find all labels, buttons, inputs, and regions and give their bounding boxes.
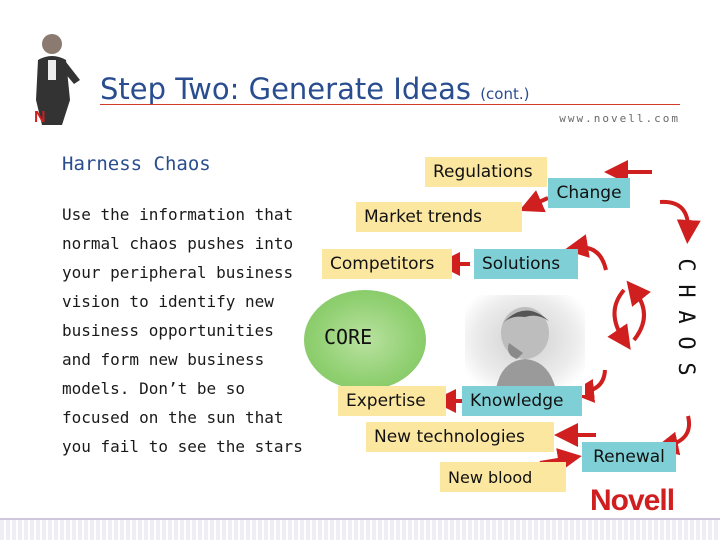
thinking-person-photo — [465, 295, 585, 395]
knowledge-label: Knowledge — [470, 391, 564, 411]
arrow-curve-knowledge — [570, 369, 607, 403]
new-blood-box: New blood — [440, 462, 566, 492]
presenter-figure: N — [34, 34, 80, 125]
new-technologies-label: New technologies — [374, 427, 525, 447]
novell-logo: Novell — [590, 484, 675, 517]
body-paragraph: Use the information that normal chaos pu… — [62, 205, 303, 456]
new-technologies-box: New technologies — [366, 422, 554, 452]
core-ellipse — [304, 290, 426, 390]
change-box: Change — [548, 178, 630, 208]
renewal-label: Renewal — [593, 447, 665, 467]
expertise-label: Expertise — [346, 391, 426, 411]
section-subtitle: Harness Chaos — [62, 153, 211, 175]
new-blood-label: New blood — [448, 467, 533, 487]
competitors-label: Competitors — [330, 254, 435, 274]
regulations-label: Regulations — [433, 162, 533, 182]
chaos-vertical-label: C H A O S — [668, 252, 702, 382]
footer-band — [0, 520, 720, 540]
arrow-curve-top — [659, 199, 701, 244]
title-suffix: (cont.) — [480, 85, 530, 103]
market-trends-label: Market trends — [364, 207, 483, 227]
title-divider — [100, 104, 680, 105]
arrow-curve-cycle-b — [626, 280, 651, 342]
knowledge-box: Knowledge — [462, 386, 582, 416]
title-text: Step Two: Generate Ideas — [100, 72, 471, 106]
solutions-label: Solutions — [482, 254, 561, 274]
svg-text:N: N — [34, 109, 46, 125]
expertise-box: Expertise — [338, 386, 446, 416]
core-label: CORE — [324, 325, 373, 349]
chaos-letter: S — [673, 362, 698, 376]
change-label: Change — [556, 183, 622, 203]
arrow-change-market — [519, 190, 549, 213]
competitors-box: Competitors — [322, 249, 452, 279]
solutions-box: Solutions — [474, 249, 578, 279]
renewal-box: Renewal — [582, 442, 676, 472]
market-trends-box: Market trends — [356, 202, 522, 232]
website-url: www.novell.com — [559, 112, 680, 125]
footer-line — [0, 518, 720, 520]
regulations-box: Regulations — [425, 157, 547, 187]
arrow-curve-cycle-a — [607, 288, 631, 350]
slide-title: Step Two: Generate Ideas (cont.) — [100, 72, 529, 106]
arrow-curve-solutions — [564, 234, 608, 271]
